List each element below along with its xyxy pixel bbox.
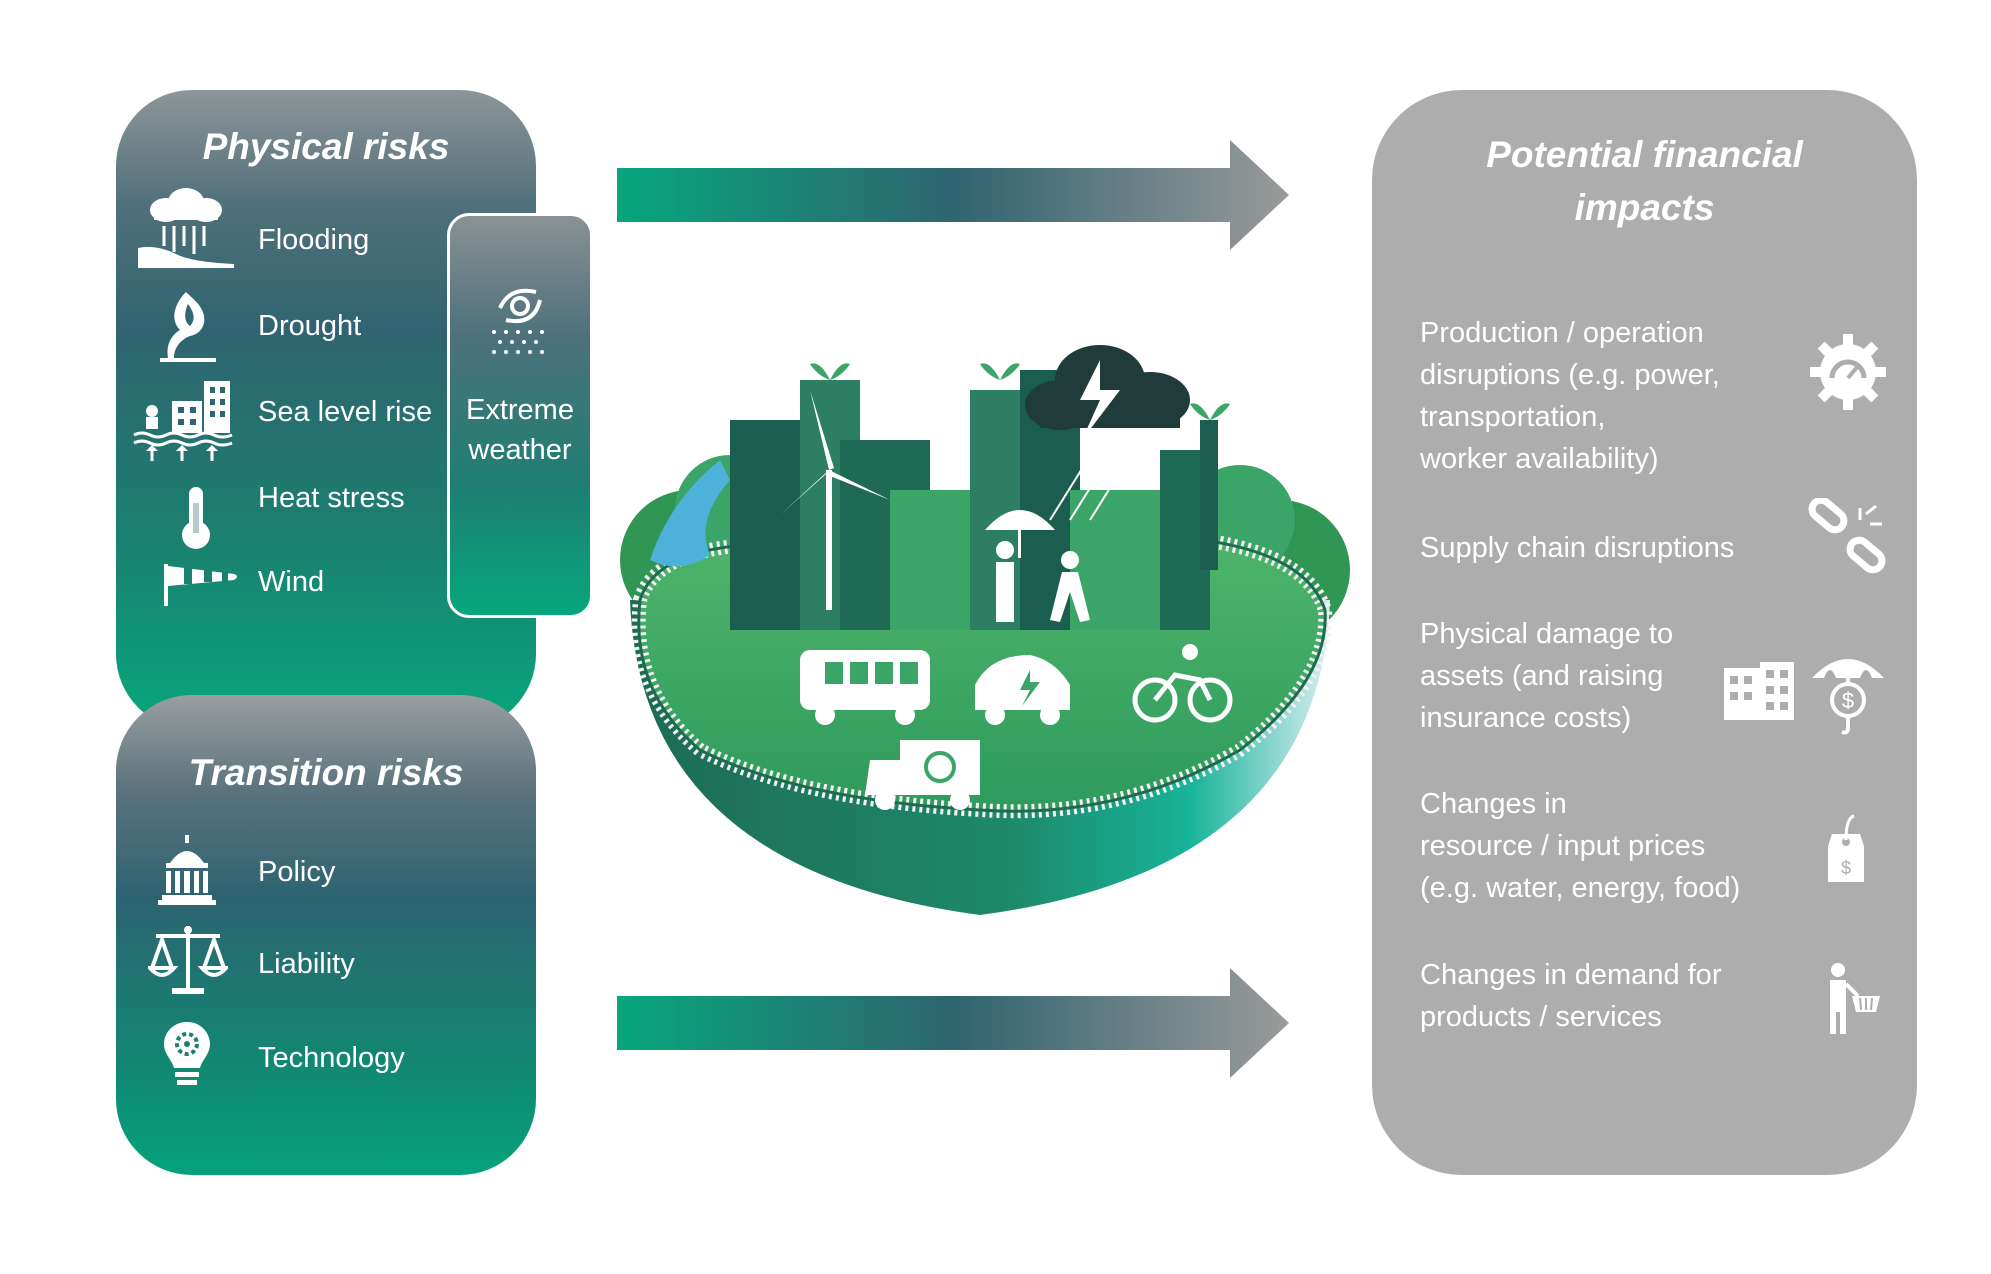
arrow-physical-to-impacts [617,140,1289,250]
impact-1-line-2: disruptions (e.g. power, [1420,359,1720,391]
flooding-icon [136,188,236,270]
extreme-weather-line1: Extreme [466,394,574,426]
impact-3-line-2: assets (and raising [1420,660,1664,692]
svg-text:$: $ [1841,858,1851,878]
technology-label: Technology [258,1042,405,1074]
policy-label: Policy [258,856,336,888]
impact-production-disruptions: Production / operation disruptions (e.g.… [1420,312,1720,480]
impact-1-line-3: transportation, [1420,401,1606,433]
impact-2-line-1: Supply chain disruptions [1420,532,1735,564]
extreme-weather-box [447,213,593,618]
impact-5-line-1: Changes in demand for [1420,959,1722,991]
impact-4-line-1: Changes in [1420,788,1567,820]
impacts-title-line2: impacts [1574,187,1715,228]
green-city-illustration [600,330,1360,920]
flooding-label: Flooding [258,224,370,256]
heat-stress-label: Heat stress [258,482,405,514]
drought-label: Drought [258,310,362,342]
impact-physical-damage: Physical damage to assets (and raising i… [1420,613,1673,739]
impact-5-line-2: products / services [1420,1001,1662,1033]
cyclone-icon [480,280,560,356]
shopper-basket-icon [1818,962,1882,1036]
thermometer-icon [178,485,214,551]
windsock-icon [162,560,242,606]
impact-1-line-4: worker availability) [1420,443,1659,475]
impact-supply-chain: Supply chain disruptions [1420,527,1734,569]
transition-risks-title: Transition risks [188,752,464,793]
drought-icon [158,290,218,362]
impact-3-line-3: insurance costs) [1420,702,1632,734]
impact-4-line-2: resource / input prices [1420,830,1706,862]
wind-label: Wind [258,566,325,598]
impact-3-line-1: Physical damage to [1420,618,1674,650]
extreme-weather-line2: weather [468,434,572,466]
capitol-building-icon [156,835,218,905]
impact-1-line-1: Production / operation [1420,317,1704,349]
sea-level-rise-label: Sea level rise [258,396,433,428]
financial-impacts-panel [1372,90,1917,1175]
impact-demand-changes: Changes in demand for products / service… [1420,954,1721,1038]
scales-icon [148,922,228,998]
physical-risks-title: Physical risks [202,126,450,167]
svg-text:$: $ [1842,688,1854,713]
arrow-transition-to-impacts [617,968,1289,1078]
broken-chain-icon [1806,498,1890,578]
impacts-title-line1: Potential financial [1486,134,1803,175]
building-umbrella-dollar-icon: $ [1720,648,1890,738]
impact-4-line-3: (e.g. water, energy, food) [1420,872,1741,904]
price-tag-icon: $ [1824,812,1868,886]
impact-resource-prices: Changes in resource / input prices (e.g.… [1420,783,1740,909]
gear-gauge-icon [1808,332,1888,412]
liability-label: Liability [258,948,355,980]
lightbulb-gear-icon [162,1020,212,1090]
sea-level-rise-icon [132,375,236,463]
